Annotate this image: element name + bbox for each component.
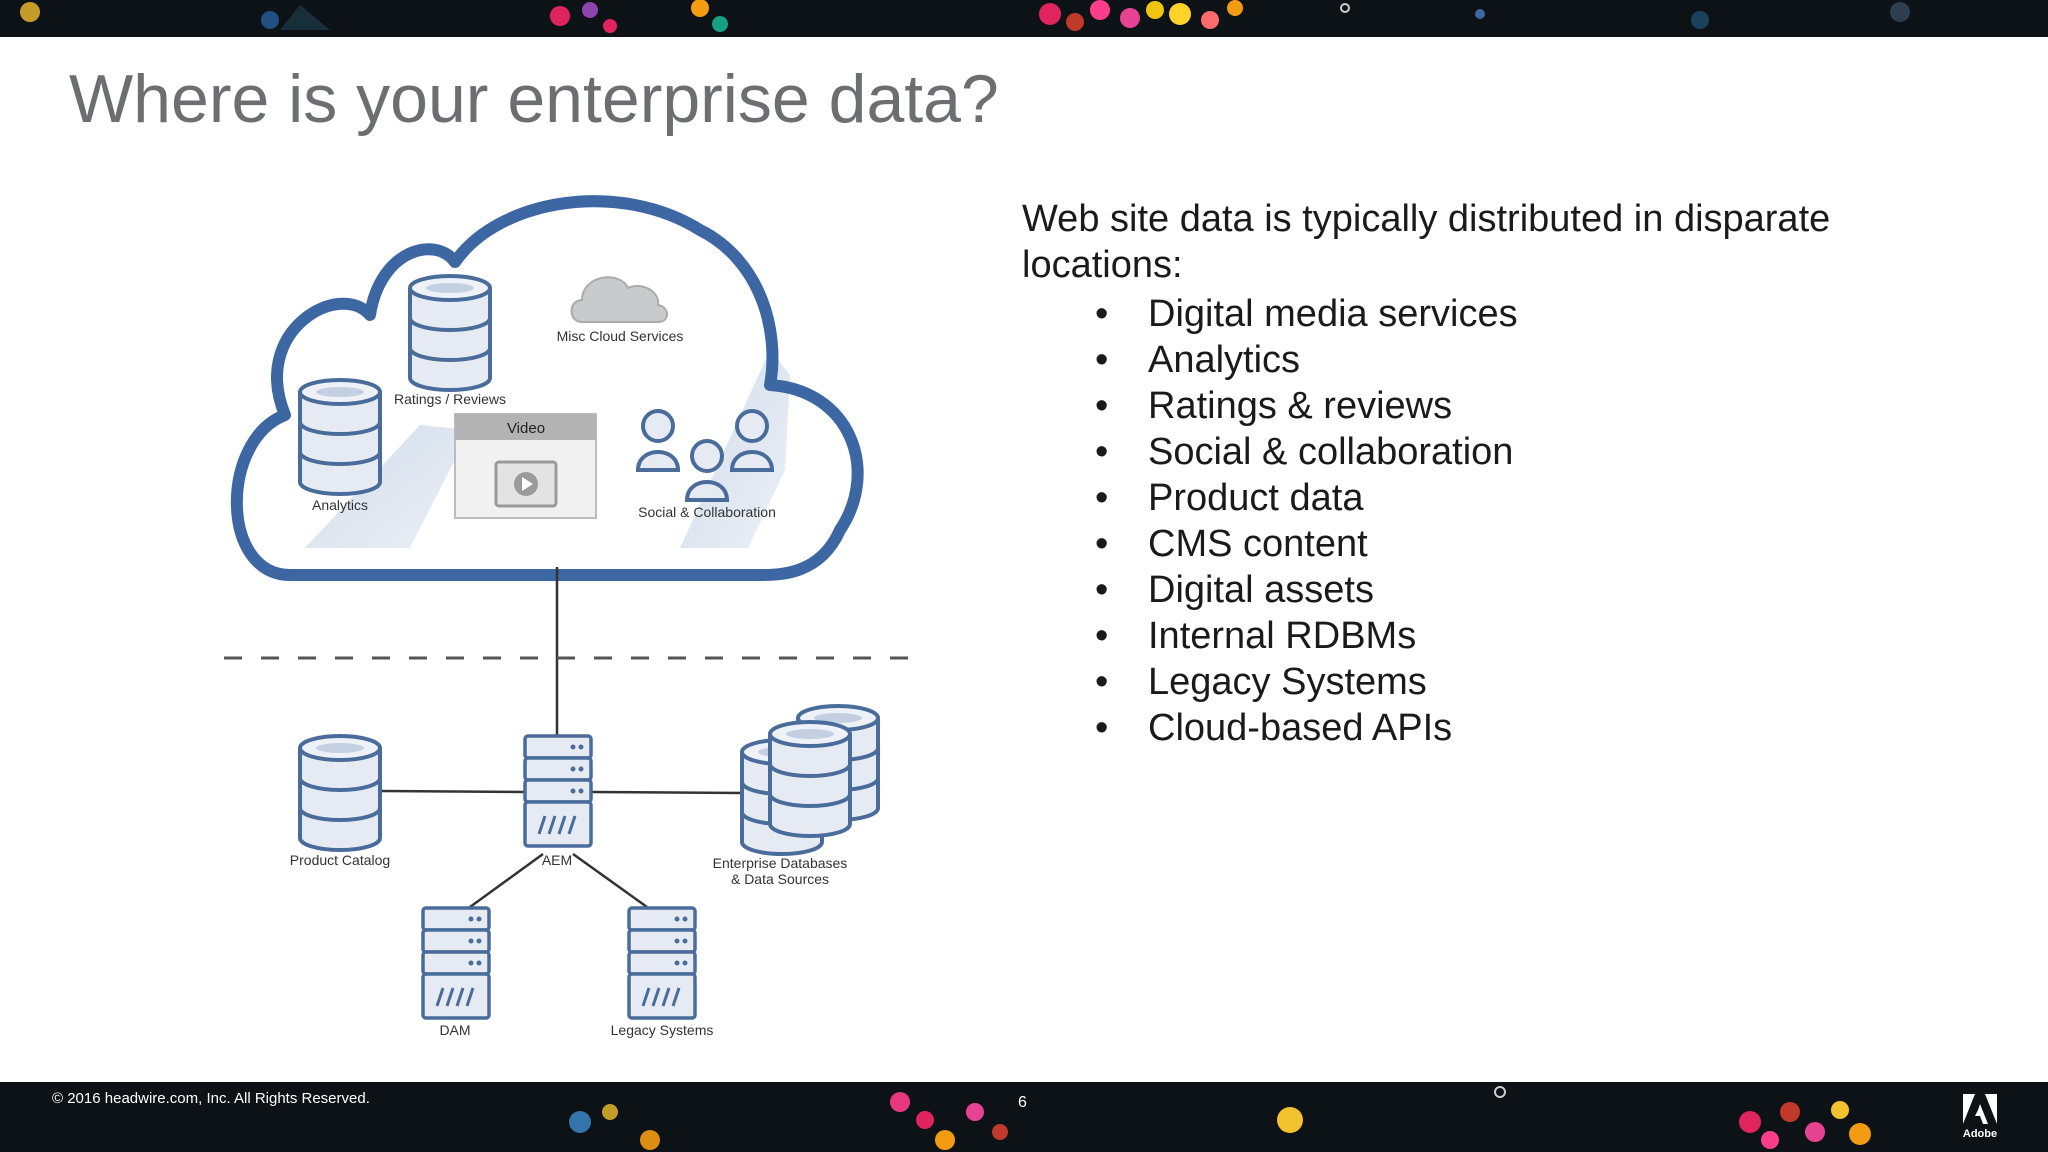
enterprise-databases-node: Enterprise Databases & Data Sources: [713, 704, 880, 887]
footer-band: [0, 1082, 2048, 1152]
aem-enterprise-connector: [591, 790, 744, 795]
video-label: Video: [507, 420, 545, 437]
server-icon: [627, 906, 697, 1020]
bullet-item: • Social & collaboration: [1095, 429, 1518, 475]
enterprise-databases-label-line2: & Data Sources: [731, 871, 829, 887]
aem-node: AEM: [523, 734, 593, 868]
bullet-item: • Cloud-based APIs: [1095, 705, 1518, 751]
misc-cloud-services-label: Misc Cloud Services: [557, 328, 684, 344]
slide-title: Where is your enterprise data?: [69, 61, 999, 137]
bullet-text: Product data: [1148, 477, 1364, 519]
product-catalog-label: Product Catalog: [290, 852, 390, 868]
video-window-titlebar: [455, 414, 596, 440]
bullet-marker: •: [1095, 661, 1109, 703]
bullet-item: • Ratings & reviews: [1095, 383, 1518, 429]
top-band-pattern: [20, 0, 1910, 33]
bullet-text: Digital media services: [1148, 293, 1518, 335]
bullet-text: Legacy Systems: [1148, 661, 1427, 703]
bullet-text: Ratings & reviews: [1148, 385, 1453, 427]
copyright-text: © 2016 headwire.com, Inc. All Rights Res…: [52, 1090, 370, 1107]
analytics-node: Analytics: [298, 378, 382, 513]
dam-node: DAM: [421, 906, 491, 1038]
bullet-marker: •: [1095, 431, 1109, 473]
database-icon: [298, 734, 382, 852]
adobe-logo-icon: [1963, 1094, 1997, 1124]
cloud-service-icon: [570, 276, 668, 323]
person-icon: [636, 409, 680, 472]
product-catalog-node: Product Catalog: [290, 734, 390, 868]
ratings-reviews-node: Ratings / Reviews: [394, 274, 506, 407]
intro-text: Web site data is typically distributed i…: [1022, 198, 1831, 286]
data-architecture-diagram: Misc Cloud Services Ratings / Reviews An…: [224, 195, 920, 1038]
bullet-item: • Digital media services: [1095, 291, 1518, 337]
bullet-item: • CMS content: [1095, 521, 1518, 567]
video-node: Video: [454, 413, 597, 519]
database-icon: [298, 378, 382, 496]
analytics-label: Analytics: [312, 497, 368, 513]
footer-band-pattern: [569, 1086, 1871, 1150]
database-icon: [408, 274, 492, 392]
page-number: 6: [1018, 1094, 1027, 1111]
server-icon: [421, 906, 491, 1020]
aem-label: AEM: [542, 852, 572, 868]
bullet-item: • Internal RDBMs: [1095, 613, 1518, 659]
cloud-shine-left: [305, 425, 470, 548]
social-collaboration-label: Social & Collaboration: [638, 504, 776, 520]
bullet-marker: •: [1095, 569, 1109, 611]
database-icon: [768, 720, 852, 838]
social-collaboration-node: Social & Collaboration: [636, 409, 776, 520]
aem-legacy-connector: [572, 852, 648, 909]
legacy-systems-node: Legacy Systems: [611, 906, 714, 1038]
bullet-marker: •: [1095, 523, 1109, 565]
bullet-list: • Digital media services • Analytics • Rati…: [1095, 291, 1518, 751]
bullet-marker: •: [1095, 339, 1109, 381]
bullet-text: Analytics: [1148, 339, 1301, 381]
bullet-text: Digital assets: [1148, 569, 1374, 611]
bullet-marker: •: [1095, 293, 1109, 335]
adobe-logo: Adobe: [1960, 1094, 2000, 1144]
bullet-item: • Analytics: [1095, 337, 1518, 383]
bullet-item: • Digital assets: [1095, 567, 1518, 613]
bullet-text: CMS content: [1148, 523, 1368, 565]
cloud-outline: [230, 195, 864, 581]
bullet-marker: •: [1095, 707, 1109, 749]
bullet-text: Social & collaboration: [1148, 431, 1514, 473]
bullet-marker: •: [1095, 477, 1109, 519]
bullet-text: Internal RDBMs: [1148, 615, 1417, 657]
bullet-item: • Legacy Systems: [1095, 659, 1518, 705]
cloud-group: Misc Cloud Services Ratings / Reviews An…: [230, 195, 864, 581]
bullet-text: Cloud-based APIs: [1148, 707, 1453, 749]
bullet-marker: •: [1095, 615, 1109, 657]
ratings-reviews-label: Ratings / Reviews: [394, 391, 506, 407]
misc-cloud-services-node: Misc Cloud Services: [557, 276, 684, 344]
server-icon: [523, 734, 593, 848]
top-decorative-band: [0, 0, 2048, 37]
enterprise-databases-label-line1: Enterprise Databases: [713, 855, 848, 871]
bullet-marker: •: [1095, 385, 1109, 427]
bullet-item: • Product data: [1095, 475, 1518, 521]
aem-product-connector: [379, 789, 526, 794]
aem-dam-connector: [469, 852, 544, 909]
dam-label: DAM: [439, 1022, 470, 1038]
adobe-logo-wordmark: Adobe: [1962, 1128, 1998, 1140]
legacy-systems-label: Legacy Systems: [611, 1022, 714, 1038]
